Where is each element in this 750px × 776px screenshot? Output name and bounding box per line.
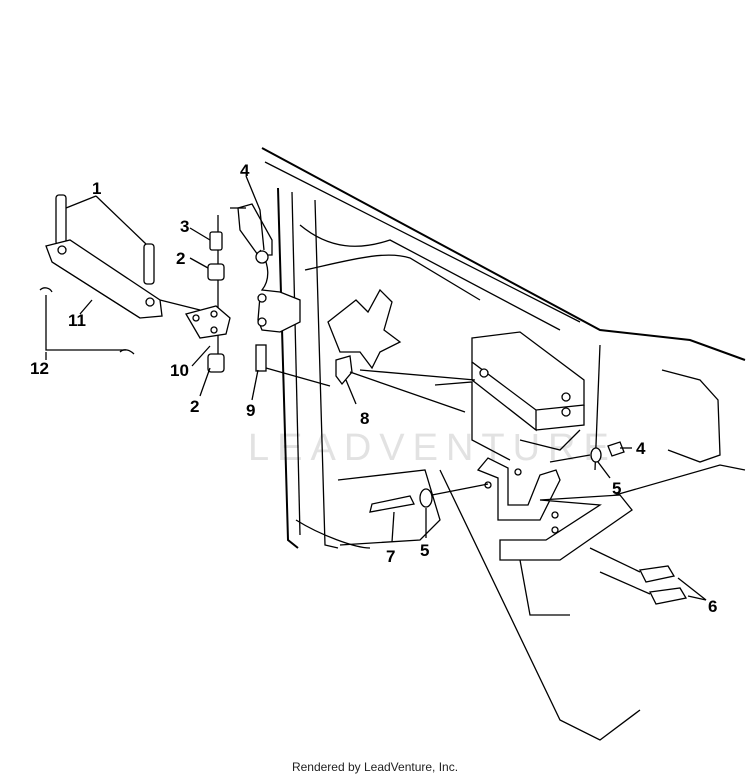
bolt-6-upper [639, 565, 676, 583]
link-rod-assembly [39, 194, 201, 355]
callout-3: 3 [180, 217, 189, 236]
callout-11: 11 [68, 311, 86, 330]
callout-2-lower: 2 [190, 397, 199, 416]
callout-6: 6 [708, 597, 717, 616]
callout-4-upper: 4 [240, 161, 250, 180]
callout-8: 8 [360, 409, 369, 428]
washer-5-lower [419, 488, 433, 508]
bolt-6-lower [649, 587, 688, 605]
plate-10 [185, 305, 231, 339]
callout-labels: 1 2 2 3 4 4 5 5 6 7 8 9 10 11 12 [30, 161, 717, 616]
callout-5-upper: 5 [612, 479, 621, 498]
nut-icon [255, 250, 269, 264]
bushing-2-bottom [207, 353, 225, 373]
callout-4-right: 4 [636, 439, 646, 458]
callout-7: 7 [386, 547, 395, 566]
callout-2-upper: 2 [176, 249, 185, 268]
bushing-2-top [207, 263, 225, 281]
washer-5-upper [590, 447, 602, 463]
callout-5-lower: 5 [420, 541, 429, 560]
footer-credit: Rendered by LeadVenture, Inc. [291, 760, 459, 774]
spacer-3 [209, 231, 223, 251]
pin-1-left [55, 194, 67, 246]
callout-12: 12 [30, 359, 49, 378]
nut-4-right [607, 441, 625, 457]
hole [479, 368, 489, 378]
bracket-assembly [434, 331, 633, 561]
bolt-9 [255, 344, 267, 372]
callout-1: 1 [92, 179, 101, 198]
callout-9: 9 [246, 401, 255, 420]
fasteners [369, 441, 688, 605]
leader-lines [45, 175, 707, 601]
pin-1-right [143, 243, 155, 285]
hinge-bracket [217, 203, 301, 368]
watermark-text: LEADVENTURE [248, 427, 617, 469]
bolt-7 [369, 495, 415, 513]
bolt-8 [335, 355, 353, 386]
callout-10: 10 [170, 361, 189, 380]
small-parts [185, 231, 476, 413]
